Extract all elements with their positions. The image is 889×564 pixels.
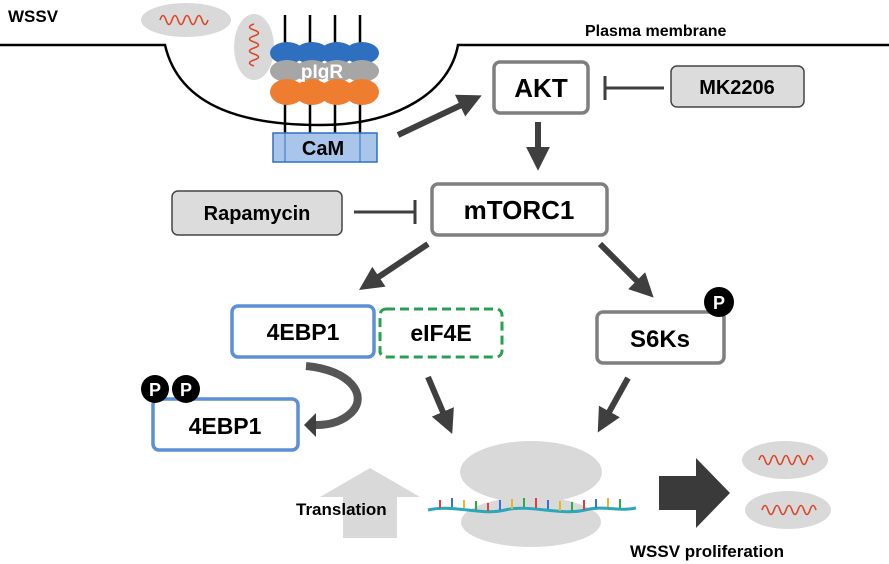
translation-up-arrow — [320, 468, 420, 538]
wssv-label: WSSV — [8, 7, 59, 26]
rapamycin-label: Rapamycin — [204, 203, 311, 225]
ebp1-phospho-badge-1: P — [141, 375, 169, 403]
pigr-label: pIgR — [301, 62, 343, 83]
akt-label: AKT — [514, 73, 568, 103]
ebp1-phospho-badge-2: P — [172, 375, 200, 403]
rapamycin-inhibition — [354, 200, 417, 224]
ebp1-phospho-label: 4EBP1 — [189, 413, 262, 439]
mk2206-node: MK2206 — [670, 65, 805, 108]
arrow-mtorc1-to-ebp1 — [359, 241, 430, 290]
s6ks-phospho-badge: P — [704, 287, 734, 317]
mrna-strand — [427, 498, 637, 514]
ribosome — [460, 441, 602, 547]
ebp1-phospho-label-2: P — [180, 380, 192, 400]
arrow-s6ks-to-ribosome — [597, 376, 631, 433]
cam-label: CaM — [302, 138, 344, 160]
wssv-progeny-virion-2 — [745, 491, 831, 529]
eif4e-node: eIF4E — [378, 307, 504, 359]
mk2206-inhibition — [603, 76, 664, 100]
phosphorylation-curved-arrow — [304, 362, 362, 437]
mtorc1-node: mTORC1 — [430, 182, 609, 237]
proliferation-arrow — [659, 458, 730, 528]
akt-node: AKT — [492, 60, 590, 115]
ebp1-phospho-label-1: P — [149, 380, 161, 400]
plasma-membrane — [0, 43, 889, 127]
wssv-progeny-virion-1 — [742, 441, 828, 479]
s6ks-label: S6Ks — [630, 326, 690, 353]
s6ks-phospho-label: P — [713, 293, 725, 313]
s6ks-node: S6Ks — [595, 310, 726, 365]
ebp1-label: 4EBP1 — [267, 319, 340, 345]
plasma-membrane-label: Plasma membrane — [585, 23, 727, 40]
ebp1-phospho-node: 4EBP1 — [151, 397, 300, 452]
arrow-mtorc1-to-s6ks — [597, 241, 654, 298]
translation-label: Translation — [296, 500, 387, 519]
wssv-virion-bound — [234, 14, 274, 80]
cam-node: CaM — [272, 132, 378, 163]
mk2206-label: MK2206 — [699, 77, 775, 99]
arrow-eif4e-to-ribosome — [425, 375, 454, 434]
pigr-receptor: pIgR — [270, 15, 379, 133]
arrow-cam-to-akt — [396, 94, 482, 138]
mtorc1-label: mTORC1 — [464, 195, 575, 225]
rapamycin-node: Rapamycin — [171, 190, 343, 236]
eif4e-label: eIF4E — [410, 320, 471, 346]
ebp1-node: 4EBP1 — [230, 304, 376, 359]
wssv-virion-top — [141, 3, 231, 37]
wssv-proliferation-label: WSSV proliferation — [630, 542, 784, 561]
